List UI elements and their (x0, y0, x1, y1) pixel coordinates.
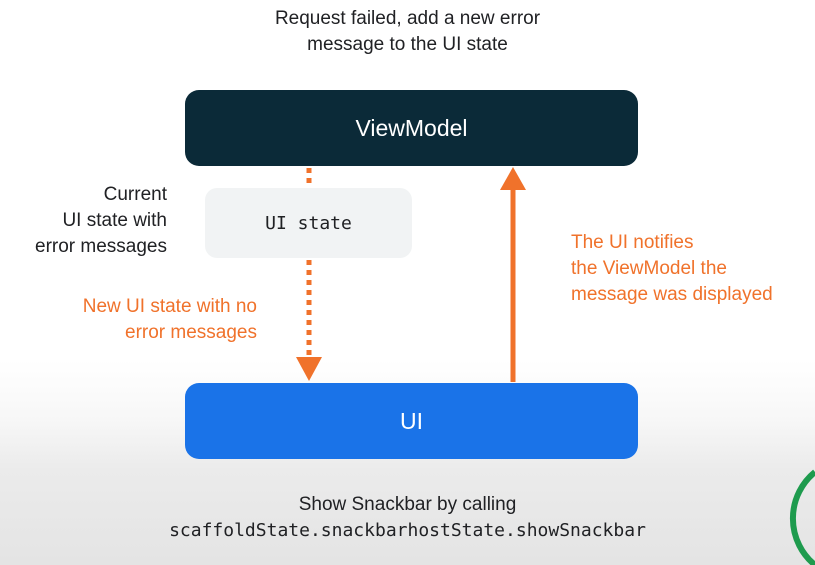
green-ring-decoration (789, 469, 815, 565)
current-state-note: Current UI state with error messages (35, 182, 167, 260)
bottom-caption: Show Snackbar by calling scaffoldState.s… (0, 492, 815, 544)
notify-note-line-3: message was displayed (571, 284, 773, 305)
new-state-note: New UI state with no error messages (83, 294, 257, 346)
ui-state-label: UI state (265, 212, 352, 234)
dotted-arrow-head (296, 357, 322, 381)
top-caption-line-2: message to the UI state (307, 34, 508, 55)
bottom-caption-code: scaffoldState.snackbarhostState.showSnac… (169, 520, 646, 541)
new-state-note-line-2: error messages (125, 322, 257, 343)
top-caption-line-1: Request failed, add a new error (274, 8, 541, 29)
notify-note: The UI notifies the ViewModel the messag… (571, 230, 773, 308)
bottom-caption-text: Show Snackbar by calling (298, 494, 517, 515)
viewmodel-label: ViewModel (355, 114, 468, 141)
ui-state-box: UI state (205, 188, 412, 258)
solid-arrow-head (500, 167, 526, 190)
current-state-note-line-3: error messages (35, 236, 167, 257)
ui-box: UI (185, 383, 638, 459)
notify-note-line-2: the ViewModel the (571, 258, 727, 279)
viewmodel-box: ViewModel (185, 90, 638, 166)
current-state-note-line-1: Current (103, 184, 167, 205)
new-state-note-line-1: New UI state with no (82, 296, 257, 317)
current-state-note-line-2: UI state with (62, 210, 167, 231)
notify-note-line-1: The UI notifies (571, 232, 694, 253)
ui-label: UI (400, 407, 423, 434)
top-caption: Request failed, add a new error message … (180, 6, 635, 58)
